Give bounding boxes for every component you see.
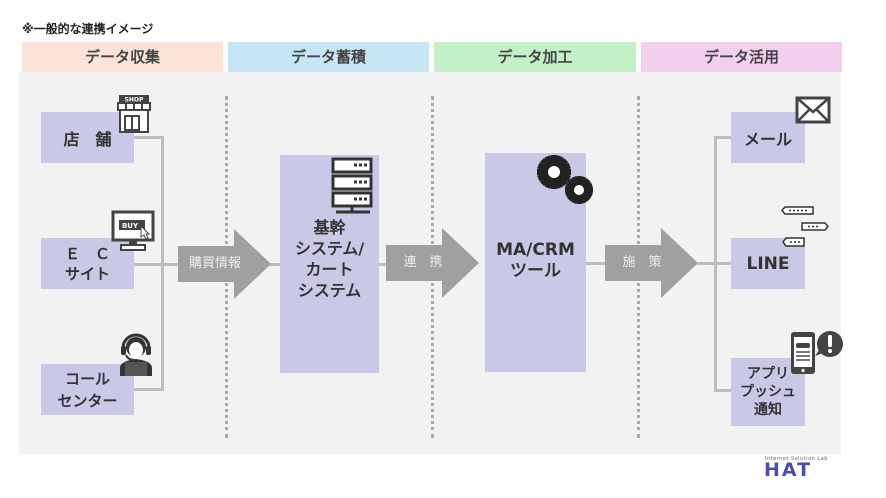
logo-subtitle: Internet Solution Lab [765,456,828,462]
core-system-box: 基幹 システム/ カート システム [280,155,379,373]
phase-header-storage: データ蓄積 [228,42,429,72]
server-icon [331,157,373,214]
ma-crm-tool-label: MA/CRM ツール [496,240,575,281]
connector-line [714,389,732,392]
connector-line [586,262,606,265]
arrow-purchase-info: 購買情報 [178,229,271,299]
arrow-integration: 連 携 [386,228,479,298]
diagram-note: ※一般的な連携イメージ [22,22,154,36]
source-ec-site: Ｅ Ｃ サイト [41,238,134,289]
connector-line [714,136,732,139]
buy-icon-text: BUY [122,222,139,230]
connector-line [134,136,163,139]
phase-header-utilization: データ活用 [641,42,842,72]
source-call-center: コール センター [41,364,134,415]
source-store: 店 舗 [41,112,134,163]
arrow-measures-label: 施 策 [622,255,662,270]
phase-header-processing: データ加工 [434,42,636,72]
channel-app-push: アプリ プッシュ 通知 [731,358,805,426]
channel-email-label: メール [743,129,792,149]
source-ec-site-label: Ｅ Ｃ サイト [64,244,110,283]
connector-line [714,136,717,392]
arrow-integration-label: 連 携 [403,255,443,270]
smartphone-alert-icon [791,331,843,374]
shop-icon-text: SHOP [125,97,144,104]
envelope-icon [795,96,831,124]
connector-line [134,388,163,391]
core-system-label: 基幹 システム/ カート システム [294,218,365,300]
connector-line [379,263,387,266]
arrow-purchase-info-label: 購買情報 [188,256,241,271]
channel-line-label: LINE [746,253,790,274]
hat-logo: HAT [764,459,813,481]
channel-app-push-label: アプリ プッシュ 通知 [740,366,796,418]
chat-bubbles-icon [781,206,829,247]
phase-header-collection: データ収集 [22,42,223,72]
source-call-center-label: コール センター [57,369,118,410]
source-store-label: 店 舗 [63,129,112,149]
arrow-measures: 施 策 [605,228,698,298]
ma-crm-tool-box: MA/CRM ツール [485,153,586,372]
computer-buy-icon: BUY [111,210,155,251]
gears-icon [537,155,593,204]
shop-icon: SHOP [117,95,151,133]
operator-headset-icon [120,333,152,376]
channel-email: メール [731,112,805,163]
